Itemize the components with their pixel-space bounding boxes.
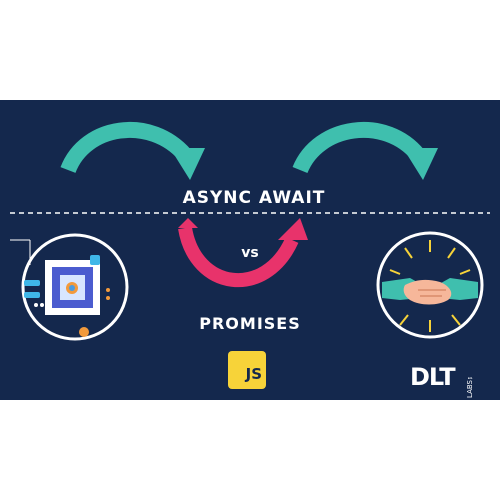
curved-arrow-icon <box>292 122 438 180</box>
javascript-icon: JS <box>228 351 266 389</box>
versus-label: vs <box>241 245 259 261</box>
title-async-await: ASYNC AWAIT <box>170 188 338 208</box>
banner-artwork <box>10 122 490 341</box>
hero-banner: ASYNC AWAIT vs PROMISES JS DLT LABS™ <box>0 100 500 400</box>
brand-logo: DLT <box>410 363 456 391</box>
brand-logo-sub: LABS™ <box>466 372 474 398</box>
handshake-icon <box>376 231 484 339</box>
curved-arrow-icon <box>60 122 205 180</box>
chip-diagram-icon <box>10 233 129 341</box>
title-promises: PROMISES <box>199 314 301 333</box>
curved-arrow-icon <box>178 218 308 288</box>
